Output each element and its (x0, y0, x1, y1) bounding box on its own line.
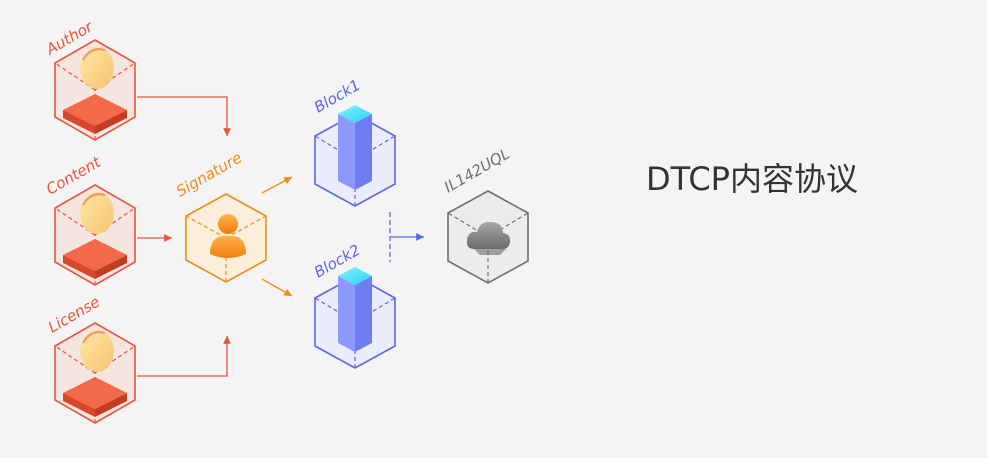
block-connector (389, 212, 424, 262)
block2-cube (314, 267, 396, 369)
license-to-signature-arrow (137, 336, 231, 377)
signature-to-block1-arrow (261, 176, 293, 194)
block1-cube (314, 105, 396, 207)
egg-icon (80, 330, 114, 372)
egg-icon (80, 192, 114, 234)
author-to-signature-arrow (137, 96, 231, 136)
signature-node: Signature (173, 149, 267, 283)
signature-to-block2-arrow (261, 278, 293, 297)
storage-node: IL142UQL (441, 145, 529, 284)
signature-connectors (261, 176, 293, 297)
signature-cube (185, 193, 267, 283)
column-icon (338, 105, 372, 190)
author-node: Author (42, 17, 136, 141)
license-node: License (45, 293, 136, 424)
storage-cube (447, 190, 529, 284)
content-cube (54, 184, 136, 286)
author-cube (54, 39, 136, 141)
column-icon (338, 267, 372, 352)
input-connectors (137, 96, 231, 377)
egg-icon (80, 47, 114, 89)
block2-node: Block2 (311, 241, 396, 369)
signature-label: Signature (173, 149, 245, 201)
content-node: Content (43, 152, 136, 286)
storage-label: IL142UQL (441, 145, 513, 197)
page-title: DTCP内容协议 (646, 160, 858, 198)
cloud-icon (466, 221, 511, 255)
block1-node: Block1 (311, 76, 396, 207)
license-cube (54, 322, 136, 424)
user-icon (210, 214, 246, 258)
